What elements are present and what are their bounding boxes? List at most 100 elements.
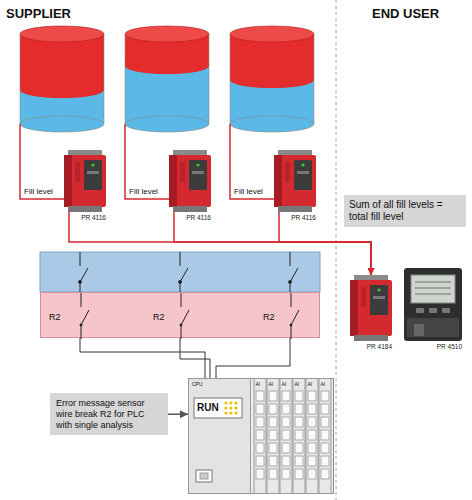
device-label: PR 4116 (291, 214, 316, 222)
fill-level-wire (20, 124, 64, 199)
signal-converter-drawing (91, 163, 94, 166)
tank (125, 34, 126, 124)
plc-unit-drawing (269, 430, 277, 440)
region-heading: END USER (372, 6, 439, 22)
plc-unit-drawing (229, 401, 232, 404)
tank (125, 116, 209, 132)
plc-unit-drawing (269, 469, 277, 479)
plc-unit-drawing (269, 456, 277, 466)
relay-band-drawing (180, 324, 183, 327)
plc-unit-drawing (256, 404, 264, 414)
tank (230, 26, 314, 42)
device-label: PR 4116 (81, 214, 106, 222)
signal-converter-drawing (350, 280, 392, 336)
module-label: AI (269, 381, 274, 387)
tank (230, 26, 314, 132)
plc-unit-drawing (189, 379, 251, 494)
tank (125, 58, 209, 74)
signal-converter-drawing (64, 155, 106, 207)
plc-unit-drawing (234, 411, 237, 414)
display-device-drawing (416, 308, 424, 313)
connector (69, 212, 371, 275)
signal-converter-drawing (169, 155, 177, 207)
plc-unit-drawing (282, 417, 290, 427)
plc-unit-drawing (295, 469, 303, 479)
relay-band-drawing (80, 293, 299, 339)
plc-unit-drawing (282, 404, 290, 414)
tank (209, 34, 210, 124)
plc-unit-drawing (224, 401, 227, 404)
module-label: AI (321, 381, 326, 387)
display-device-drawing (404, 268, 462, 341)
module-label: AI (282, 381, 287, 387)
signal-converter-drawing (68, 206, 102, 212)
signal-converter-drawing (274, 155, 282, 207)
relay-band-drawing (290, 324, 293, 327)
signal-converter-drawing (192, 171, 204, 174)
plc-unit-drawing (188, 378, 334, 494)
plc-unit-drawing (189, 379, 334, 494)
plc-unit-drawing (224, 411, 227, 414)
plc-unit-drawing (295, 456, 303, 466)
plc-unit-drawing (308, 417, 316, 427)
device-label: PR 4510 (437, 343, 462, 351)
display-device-drawing (414, 324, 424, 336)
tank (125, 66, 209, 124)
switch-symbol (179, 281, 182, 284)
display-device-drawing (407, 318, 459, 337)
tank (20, 82, 104, 98)
tank (125, 26, 209, 42)
signal-label: Fill level (129, 187, 158, 197)
region-divider (336, 0, 337, 500)
plc-unit-drawing (234, 401, 237, 404)
display-device-drawing (429, 308, 437, 313)
relay-band-drawing (181, 293, 189, 339)
module-label: AI (256, 381, 261, 387)
module-label: CPU (192, 381, 203, 387)
plc-unit-drawing (280, 379, 292, 494)
plc-unit-drawing (254, 379, 266, 494)
plc-unit-drawing (267, 379, 279, 494)
plc-unit-drawing (308, 443, 316, 453)
signal-converter-drawing (84, 160, 102, 190)
switch-symbol (80, 252, 88, 292)
signal-converter-drawing (75, 162, 80, 182)
plc-unit-drawing (200, 473, 208, 479)
plc-unit-drawing (321, 456, 329, 466)
plc-unit-drawing (229, 411, 232, 414)
display-device-drawing (415, 287, 451, 288)
signal-converter-drawing (350, 275, 392, 341)
display-device-drawing (404, 268, 462, 341)
tank (230, 34, 231, 124)
plc-unit-drawing (319, 379, 331, 494)
plc-unit-drawing (282, 391, 290, 401)
plc-unit-drawing (295, 443, 303, 453)
tank (104, 34, 105, 124)
device-label: PR 4116 (186, 214, 211, 222)
signal-converter-drawing (180, 162, 185, 182)
fill-level-wire (125, 124, 169, 199)
tank (20, 26, 104, 42)
signal-converter-drawing (350, 280, 358, 336)
switch-symbol (79, 281, 82, 284)
plc-unit-drawing (308, 430, 316, 440)
relay-band (40, 252, 320, 292)
plc-unit-drawing (224, 406, 227, 409)
relay-band-drawing (41, 293, 321, 339)
tank (20, 34, 21, 124)
display-device-drawing (415, 293, 451, 294)
signal-converter-drawing (350, 275, 392, 341)
signal-converter-drawing (361, 287, 366, 307)
plc-unit-drawing (234, 406, 237, 409)
signal-converter: PR 4116 (169, 150, 211, 212)
signal-converter-drawing (87, 171, 99, 174)
signal-converter-drawing (64, 155, 72, 207)
signal-converter: PR 4116 (274, 150, 316, 212)
tank (20, 34, 104, 90)
plc-unit-drawing (321, 417, 329, 427)
plc-unit-drawing (306, 379, 318, 494)
tank (230, 116, 314, 132)
note-box: Sum of all fill levels = total fill leve… (344, 195, 466, 227)
tank (20, 116, 104, 132)
plc-unit-drawing (293, 379, 305, 494)
